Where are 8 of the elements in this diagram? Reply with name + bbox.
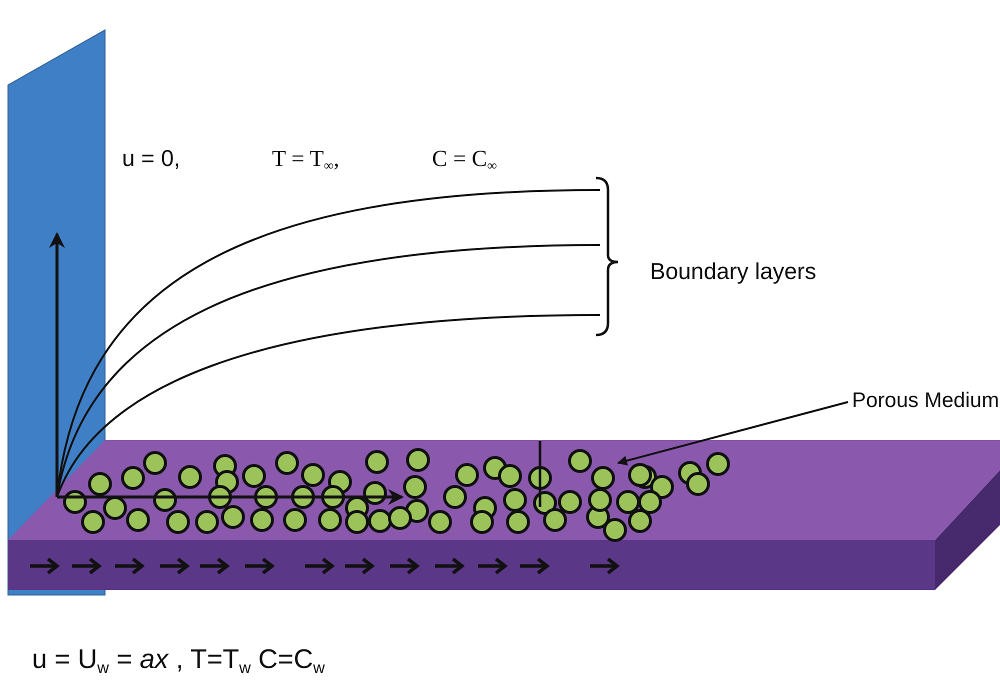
boundary-condition: T = T$_{∞}$,: [272, 145, 340, 175]
boundary-condition: u = 0,: [122, 145, 180, 173]
boundary-condition: C = C$_{∞}$: [432, 145, 497, 175]
node-label: Porous Medium: [852, 388, 1000, 414]
bracket-label: Boundary layers: [650, 258, 816, 286]
porous-medium-slab: [8, 440, 1000, 590]
wall-condition: u = U$_{w}$ = ax , T=T$_{w}$ C=C$_{w}$: [32, 643, 325, 678]
leader-line: [617, 401, 848, 466]
